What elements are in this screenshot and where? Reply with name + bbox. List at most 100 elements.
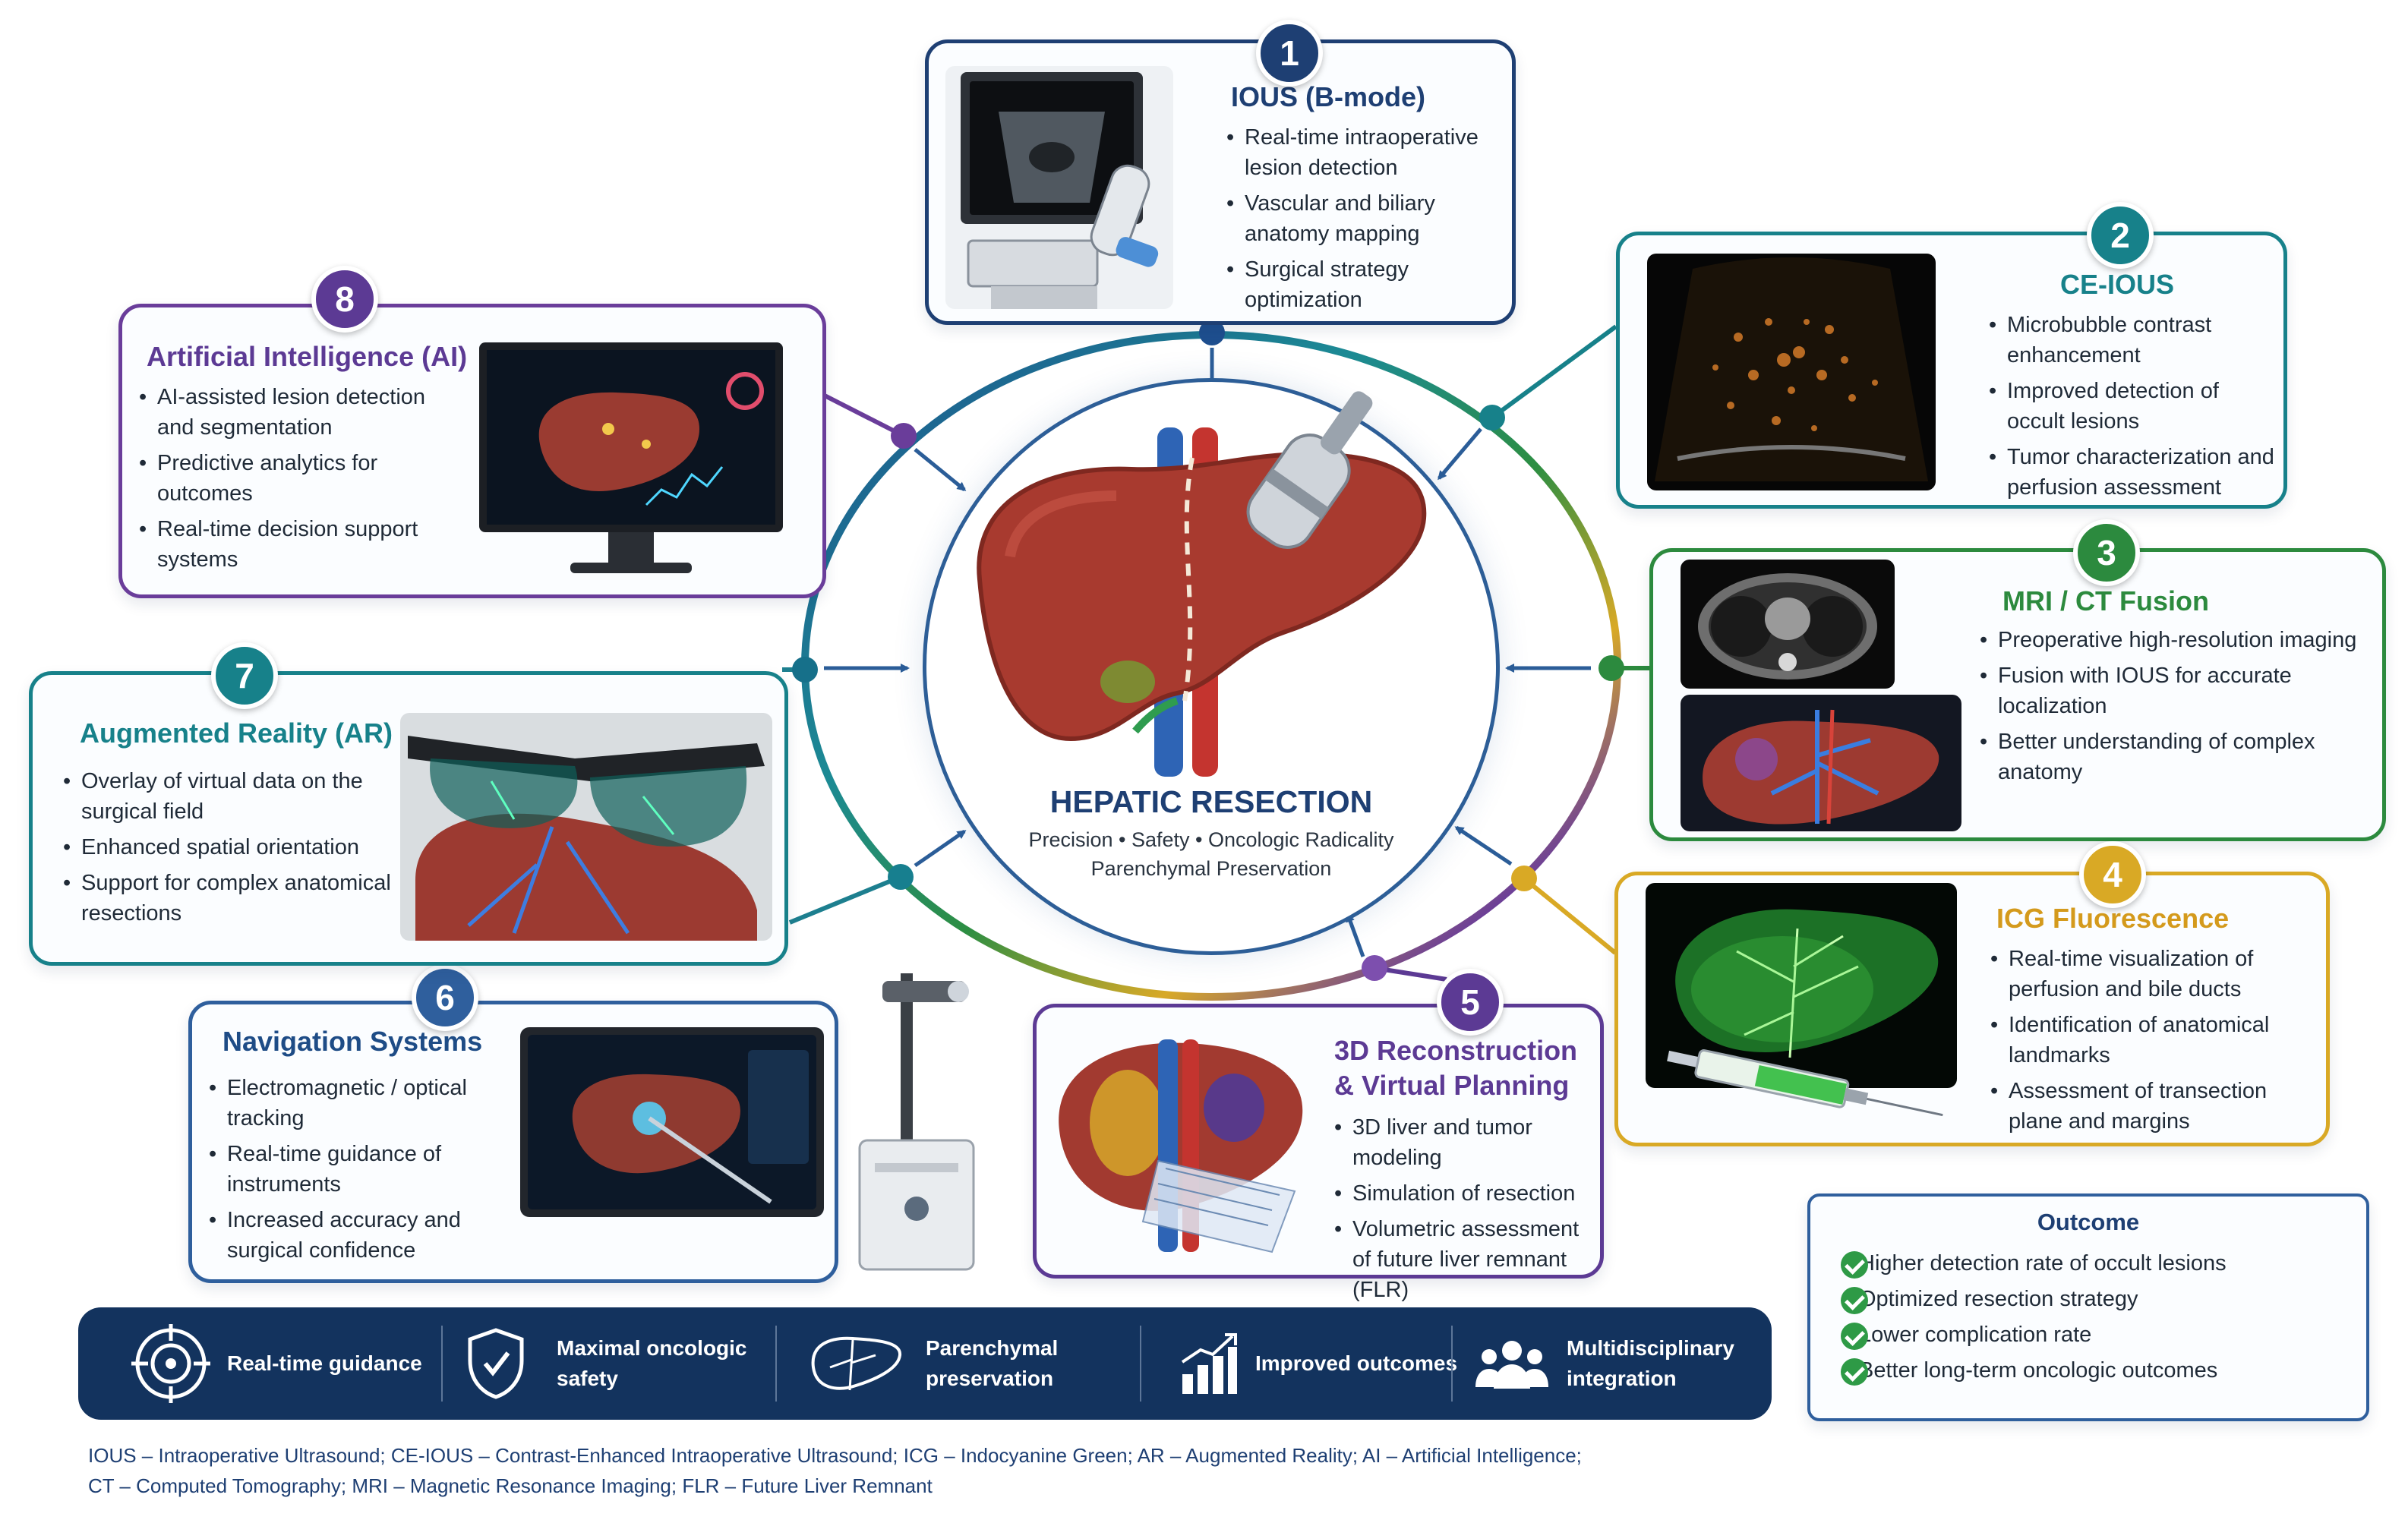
benefit-label: Parenchymal — [926, 1336, 1059, 1360]
benefits-bar: Real-time guidance Maximal oncologic saf… — [78, 1307, 1772, 1420]
card-mri-ct-bullet: Better understanding of complex anatomy — [1980, 727, 2375, 787]
divider — [441, 1326, 443, 1402]
card-ce-ious-bullet: Tumor characterization and perfusion ass… — [1989, 442, 2277, 503]
card-ce-ious-bullets: Microbubble contrast enhancement Improve… — [1989, 310, 2277, 508]
card-ai-bullets: AI-assisted lesion detection and segment… — [139, 382, 443, 580]
abbreviations-line1: IOUS – Intraoperative Ultrasound; CE-IOU… — [88, 1444, 1582, 1467]
benefit-label: preservation — [926, 1367, 1054, 1390]
card-3d-bullet: 3D liver and tumor modeling — [1334, 1112, 1600, 1173]
card-ar-bullets: Overlay of virtual data on the surgical … — [63, 766, 397, 934]
badge-7: 7 — [211, 642, 278, 709]
card-3d-title-line1: 3D Reconstruction — [1334, 1035, 1578, 1066]
benefit-realtime-guidance: Real-time guidance — [131, 1307, 422, 1420]
check-icon — [1841, 1251, 1868, 1279]
benefit-label: safety — [557, 1367, 618, 1390]
benefit-parenchymal-preservation: Parenchymal preservation — [807, 1307, 1058, 1420]
badge-6: 6 — [412, 964, 478, 1031]
crosshair-icon — [131, 1324, 210, 1403]
badge-3: 3 — [2073, 519, 2140, 586]
contrast-ultrasound-image — [1647, 254, 1936, 490]
benefit-oncologic-safety: Maximal oncologic safety — [466, 1307, 747, 1420]
card-3d-bullet: Simulation of resection — [1334, 1178, 1600, 1209]
card-navigation-systems: Navigation Systems Electromagnetic / opt… — [188, 1001, 838, 1283]
badge-5: 5 — [1437, 969, 1504, 1036]
3d-liver-model-image — [1044, 1024, 1318, 1267]
benefit-improved-outcomes: Improved outcomes — [1178, 1307, 1457, 1420]
center-title: HEPATIC RESECTION — [1049, 784, 1373, 819]
center-hub: HEPATIC RESECTION Precision • Safety • O… — [923, 378, 1500, 955]
card-ai-bullet: Real-time decision support systems — [139, 514, 443, 575]
card-3d-title-line2: & Virtual Planning — [1334, 1070, 1570, 1101]
divider — [1451, 1326, 1453, 1402]
card-ai-bullet: AI-assisted lesion detection and segment… — [139, 382, 443, 443]
card-ious-bullet: Surgical strategy optimization — [1226, 254, 1507, 315]
card-augmented-reality: Augmented Reality (AR) Overlay of virtua… — [29, 671, 788, 966]
benefit-label: Multidisciplinary — [1567, 1336, 1734, 1360]
divider — [775, 1326, 777, 1402]
card-3d-bullets: 3D liver and tumor modeling Simulation o… — [1334, 1112, 1600, 1310]
tracking-device-image — [844, 966, 986, 1277]
card-ious-bullet: Real-time intraoperative lesion detectio… — [1226, 122, 1507, 183]
check-icon — [1841, 1287, 1868, 1314]
card-ious: IOUS (B-mode) Real-time intraoperative l… — [925, 39, 1516, 325]
card-mri-ct-fusion: MRI / CT Fusion Preoperative high-resolu… — [1649, 548, 2386, 841]
card-ar-bullet: Overlay of virtual data on the surgical … — [63, 766, 397, 827]
card-ious-bullet: Vascular and biliary anatomy mapping — [1226, 188, 1507, 249]
badge-2: 2 — [2087, 202, 2154, 269]
card-ce-ious-bullet: Microbubble contrast enhancement — [1989, 310, 2277, 371]
outcome-item: Lower complication rate — [1841, 1320, 2357, 1350]
team-icon — [1475, 1341, 1548, 1389]
outcome-item: Optimized resection strategy — [1841, 1284, 2357, 1314]
card-ious-title: IOUS (B-mode) — [1231, 81, 1425, 112]
card-3d-bullet: Volumetric assessment of future liver re… — [1334, 1214, 1600, 1305]
card-nav-bullet: Real-time guidance of instruments — [209, 1139, 497, 1200]
card-mri-ct-title: MRI / CT Fusion — [2002, 585, 2209, 616]
navigation-tablet-image — [520, 1027, 824, 1217]
card-icg-bullet: Identification of anatomical landmarks — [1990, 1010, 2317, 1071]
card-icg-bullet: Real-time visualization of perfusion and… — [1990, 944, 2317, 1004]
card-nav-bullet: Electromagnetic / optical tracking — [209, 1073, 497, 1134]
check-icon — [1841, 1358, 1868, 1386]
liver-illustration — [977, 391, 1427, 777]
ultrasound-machine-image — [945, 66, 1173, 309]
card-nav-title: Navigation Systems — [222, 1026, 483, 1057]
benefit-label: integration — [1567, 1367, 1677, 1390]
card-ai-bullet: Predictive analytics for outcomes — [139, 448, 443, 509]
ar-glasses-image — [400, 713, 772, 941]
icg-liver-image — [1646, 883, 1957, 1088]
card-ar-bullet: Enhanced spatial orientation — [63, 832, 397, 862]
divider — [1140, 1326, 1141, 1402]
outcome-title: Outcome — [2037, 1209, 2140, 1235]
outcome-card: Outcome Higher detection rate of occult … — [1807, 1193, 2369, 1421]
badge-1: 1 — [1256, 20, 1323, 87]
card-ce-ious: CE-IOUS Microbubble contrast enhancement… — [1616, 232, 2287, 509]
card-artificial-intelligence: Artificial Intelligence (AI) AI-assisted… — [118, 304, 826, 598]
benefit-label: Maximal oncologic — [557, 1336, 747, 1360]
card-ce-ious-title: CE-IOUS — [2060, 269, 2175, 300]
card-ai-title: Artificial Intelligence (AI) — [147, 341, 468, 372]
card-mri-ct-bullets: Preoperative high-resolution imaging Fus… — [1980, 625, 2375, 793]
center-subtitle-line2: Parenchymal Preservation — [1090, 857, 1332, 880]
card-icg-bullet: Assessment of transection plane and marg… — [1990, 1076, 2317, 1137]
outcome-list: Higher detection rate of occult lesions … — [1841, 1248, 2357, 1391]
card-3d-reconstruction: 3D Reconstruction & Virtual Planning 3D … — [1033, 1004, 1604, 1302]
abbreviations-line2: CT – Computed Tomography; MRI – Magnetic… — [88, 1474, 933, 1497]
card-nav-bullets: Electromagnetic / optical tracking Real-… — [209, 1073, 497, 1271]
ai-monitor-image — [472, 338, 791, 588]
ct-scan-image — [1681, 560, 1895, 689]
outcome-item: Higher detection rate of occult lesions — [1841, 1248, 2357, 1279]
badge-8: 8 — [311, 266, 378, 333]
card-mri-ct-bullet: Fusion with IOUS for accurate localizati… — [1980, 661, 2375, 721]
card-ious-bullets: Real-time intraoperative lesion detectio… — [1226, 122, 1507, 320]
badge-4: 4 — [2079, 841, 2146, 908]
shield-icon — [468, 1328, 524, 1399]
card-nav-bullet: Increased accuracy and surgical confiden… — [209, 1205, 497, 1266]
center-subtitle-line1: Precision • Safety • Oncologic Radicalit… — [1028, 828, 1394, 851]
card-icg-fluorescence: ICG Fluorescence Real-time visualization… — [1614, 872, 2330, 1146]
bar-chart-icon — [1181, 1333, 1237, 1394]
benefit-label: Improved outcomes — [1255, 1351, 1458, 1375]
benefit-multidisciplinary: Multidisciplinary integration — [1474, 1307, 1734, 1420]
benefit-label: Real-time guidance — [227, 1351, 422, 1375]
card-mri-ct-bullet: Preoperative high-resolution imaging — [1980, 625, 2375, 655]
